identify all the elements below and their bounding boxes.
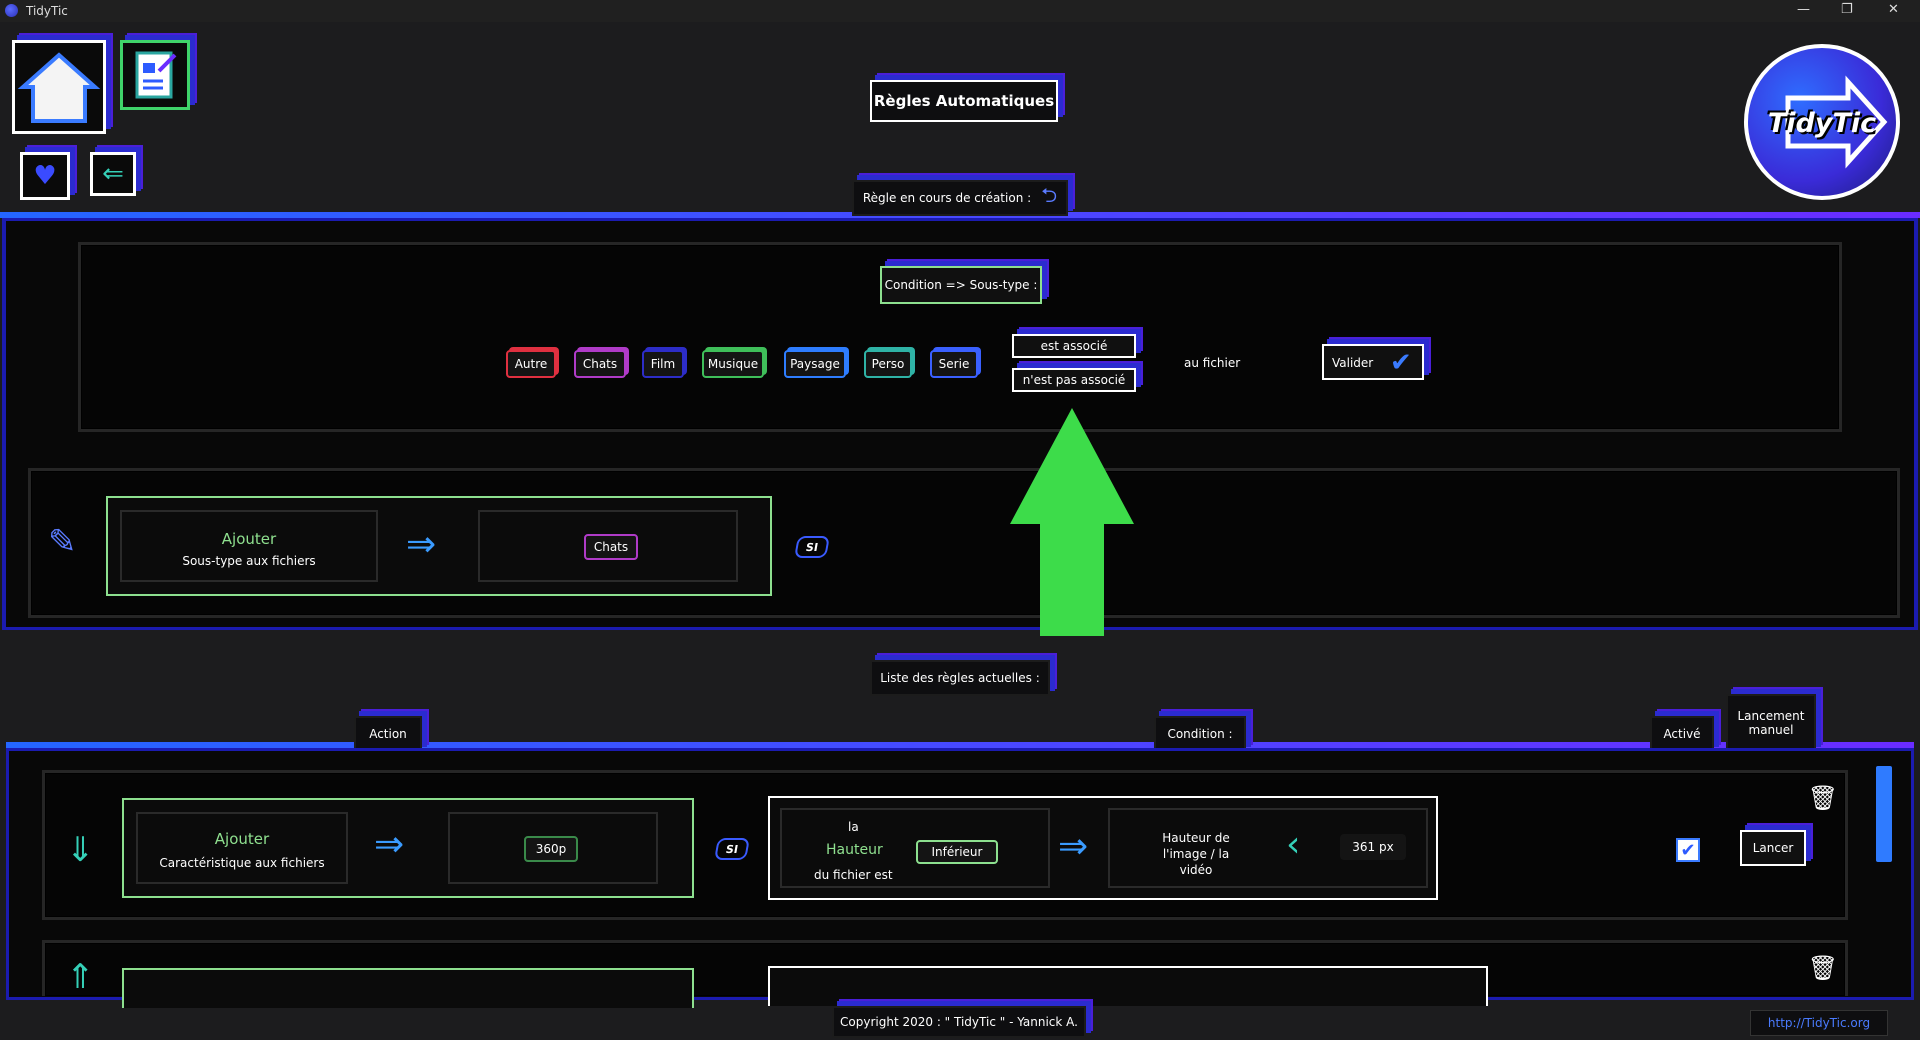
rule-action-group: [122, 968, 694, 1008]
move-up-icon[interactable]: ⇑: [66, 957, 95, 997]
list-section-stripe: [6, 742, 1914, 748]
active-checkbox[interactable]: ✔: [1676, 838, 1700, 862]
close-button[interactable]: ✕: [1888, 2, 1899, 17]
home-button[interactable]: [12, 40, 106, 134]
logo-arrow-icon: [1785, 75, 1888, 169]
si-badge: SI: [794, 536, 830, 558]
trash-icon[interactable]: 🗑: [1807, 954, 1839, 982]
move-down-icon[interactable]: ⇓: [66, 830, 95, 870]
trash-icon[interactable]: 🗑: [1807, 784, 1839, 812]
creation-section-label-text: Règle en cours de création :: [862, 191, 1032, 205]
preview-action-sub: Sous-type aux fichiers: [182, 554, 316, 568]
preview-value-chip: Chats: [584, 534, 638, 560]
rule-action-sub: Caractéristique aux fichiers: [159, 856, 325, 870]
subtype-chip-film[interactable]: Film: [642, 350, 684, 378]
rule-action-title: Ajouter: [214, 830, 270, 848]
cond-attr-text: Hauteur: [826, 842, 883, 858]
preview-action-title: Ajouter: [221, 530, 277, 548]
window-titlebar: TidyTic — ❐ ✕: [0, 0, 1920, 22]
assoc-yes-button[interactable]: est associé: [1012, 334, 1136, 358]
run-button[interactable]: Lancer: [1740, 830, 1806, 866]
back-button[interactable]: ⇐: [90, 152, 136, 196]
arrow-right-icon: ⇒: [406, 524, 437, 565]
home-icon: [17, 52, 101, 123]
condition-label: Condition => Sous-type :: [880, 266, 1042, 304]
header-action: Action: [354, 716, 422, 752]
cond-du-text: du fichier est: [814, 868, 893, 882]
cond-la-text: la: [848, 820, 859, 834]
subtype-chip-paysage[interactable]: Paysage: [784, 350, 846, 378]
arrow-left-icon: ⇐: [102, 159, 124, 189]
minimize-button[interactable]: —: [1797, 2, 1810, 17]
less-than-icon: ‹: [1286, 824, 1301, 865]
rule-value-chip: 360p: [524, 836, 578, 862]
favorites-button[interactable]: ♥: [20, 152, 70, 200]
subtype-chip-chats[interactable]: Chats: [574, 350, 626, 378]
subtype-chip-serie[interactable]: Serie: [930, 350, 978, 378]
window-title: TidyTic: [26, 4, 68, 18]
footer-copyright: Copyright 2020 : " TidyTic " - Yannick A…: [832, 1006, 1086, 1038]
rule-condition-left-box: la Hauteur du fichier est Inférieur: [780, 808, 1050, 888]
logo-text: TidyTic: [1767, 107, 1877, 139]
heart-icon: ♥: [33, 161, 57, 191]
app-icon: [5, 4, 18, 17]
cond-target-text: Hauteur de l'image / la vidéo: [1162, 831, 1230, 877]
document-edit-icon: [135, 51, 177, 99]
subtype-chip-musique[interactable]: Musique: [702, 350, 764, 378]
rule-condition-group: [768, 966, 1488, 1006]
rule-condition-right-box: Hauteur de l'image / la vidéo ‹ 361 px: [1108, 808, 1428, 888]
green-up-arrow-icon: [1010, 408, 1134, 636]
page-title: Règles Automatiques: [870, 80, 1058, 122]
assoc-no-button[interactable]: n'est pas associé: [1012, 368, 1136, 392]
cond-limit-chip: 361 px: [1340, 834, 1406, 860]
validate-button[interactable]: Valider ✔: [1322, 344, 1424, 380]
maximize-button[interactable]: ❐: [1841, 2, 1853, 17]
preview-action-box: Ajouter Sous-type aux fichiers: [120, 510, 378, 582]
list-scrollbar-thumb[interactable]: [1876, 766, 1892, 862]
header-condition: Condition :: [1154, 716, 1246, 752]
header-manual: Lancement manuel: [1726, 694, 1816, 752]
checkmark-icon: ✔: [1390, 348, 1412, 378]
rule-action-box: Ajouter Caractéristique aux fichiers: [136, 812, 348, 884]
rules-editor-button[interactable]: [120, 40, 190, 110]
validate-label: Valider: [1332, 356, 1374, 370]
arrow-right-icon: ⇒: [374, 824, 405, 865]
si-badge: SI: [714, 838, 750, 860]
footer-url-link[interactable]: http://TidyTic.org: [1750, 1010, 1888, 1036]
list-section-label: Liste des règles actuelles :: [870, 660, 1050, 696]
subtype-chip-autre[interactable]: Autre: [506, 350, 556, 378]
tidytic-logo: TidyTic: [1744, 44, 1900, 200]
subtype-chip-perso[interactable]: Perso: [864, 350, 912, 378]
creation-section-label: Règle en cours de création : ⮌: [852, 180, 1068, 216]
undo-icon[interactable]: ⮌: [1041, 183, 1058, 207]
header-active: Activé: [1650, 716, 1714, 752]
cond-operator-chip: Inférieur: [916, 840, 998, 864]
au-fichier-label: au fichier: [1184, 356, 1241, 370]
pencil-icon[interactable]: ✎: [48, 522, 77, 562]
rule-value-box: 360p: [448, 812, 658, 884]
arrow-right-icon: ⇒: [1058, 826, 1089, 867]
preview-value-box: Chats: [478, 510, 738, 582]
